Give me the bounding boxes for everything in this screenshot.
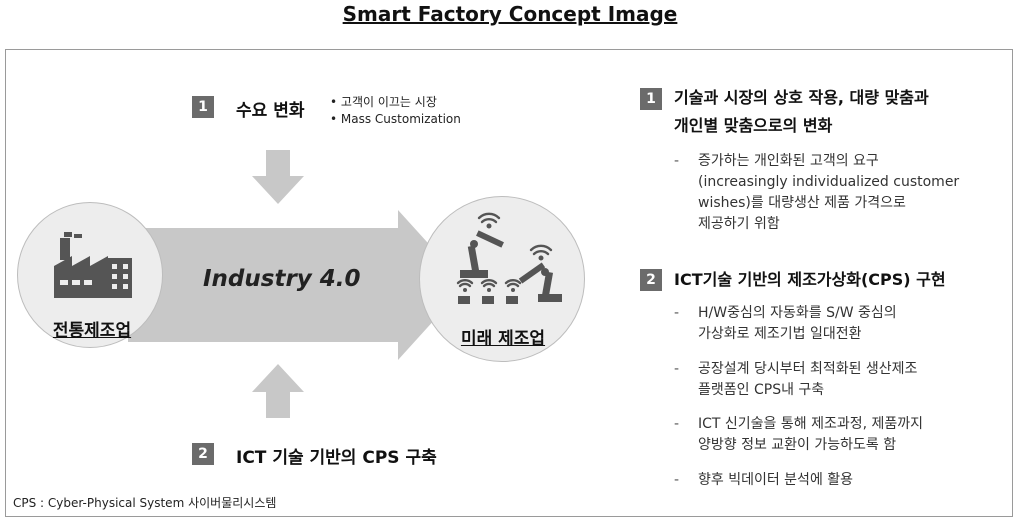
industry-label: Industry 4.0 bbox=[203, 266, 361, 292]
item-line: 공장설계 당시부터 최적화된 생산제조 bbox=[698, 361, 918, 377]
item-line: 향후 빅데이터 분석에 활용 bbox=[698, 472, 854, 488]
item-line: (increasingly individualized customer bbox=[698, 174, 960, 190]
top-driver-label: 수요 변화 bbox=[236, 101, 305, 121]
future-manufacturing-circle bbox=[419, 196, 585, 362]
footnote: CPS : Cyber-Physical System 사이버물리시스템 bbox=[13, 496, 277, 510]
down-arrow bbox=[252, 150, 304, 204]
top-driver-bullet: Mass Customization bbox=[330, 111, 461, 128]
item-line: 플랫폼인 CPS내 구축 bbox=[698, 382, 825, 398]
section1-heading: 기술과 시장의 상호 작용, 대량 맞춤과 개인별 맞춤으로의 변화 bbox=[674, 84, 1009, 140]
item-line: H/W중심의 자동화를 S/W 중심의 bbox=[698, 305, 897, 321]
item-line: 가상화로 제조기법 일대전환 bbox=[698, 326, 862, 342]
section2-heading: ICT기술 기반의 제조가상화(CPS) 구현 bbox=[674, 270, 946, 289]
page-title: Smart Factory Concept Image bbox=[342, 2, 678, 26]
section2-item: ICT 신기술을 통해 제조과정, 제품까지 양방향 정보 교환이 가능하도록 … bbox=[674, 414, 923, 456]
up-arrow bbox=[252, 364, 304, 418]
section2-item: 향후 빅데이터 분석에 활용 bbox=[674, 470, 853, 491]
section1-item: 증가하는 개인화된 고객의 요구 (increasingly individua… bbox=[674, 151, 959, 235]
section1-heading-line: 기술과 시장의 상호 작용, 대량 맞춤과 bbox=[674, 88, 929, 107]
item-line: 양방향 정보 교환이 가능하도록 함 bbox=[698, 437, 897, 453]
item-line: 제공하기 위함 bbox=[698, 216, 780, 232]
future-manufacturing-label: 미래 제조업 bbox=[460, 329, 546, 349]
item-line: wishes)를 대량생산 제품 가격으로 bbox=[698, 195, 906, 211]
top-driver-bullet: 고객이 이끄는 시장 bbox=[330, 94, 461, 111]
industry-arrow bbox=[128, 210, 466, 360]
item-line: 증가하는 개인화된 고객의 요구 bbox=[698, 153, 879, 169]
section2-item: 공장설계 당시부터 최적화된 생산제조 플랫폼인 CPS내 구축 bbox=[674, 359, 917, 401]
bottom-driver-number: 2 bbox=[192, 443, 214, 465]
traditional-manufacturing-label: 전통제조업 bbox=[52, 321, 132, 341]
item-line: ICT 신기술을 통해 제조과정, 제품까지 bbox=[698, 416, 924, 432]
section2-number: 2 bbox=[640, 269, 662, 291]
diagram-frame bbox=[5, 49, 1013, 517]
section2-item: H/W중심의 자동화를 S/W 중심의 가상화로 제조기법 일대전환 bbox=[674, 303, 897, 345]
top-driver-bullets: 고객이 이끄는 시장 Mass Customization bbox=[330, 94, 461, 128]
top-driver-number: 1 bbox=[192, 96, 214, 118]
robot-arms-wifi-icon bbox=[456, 212, 562, 304]
factory-icon bbox=[54, 232, 132, 298]
section1-heading-line: 개인별 맞춤으로의 변화 bbox=[674, 116, 833, 135]
section1-number: 1 bbox=[640, 88, 662, 110]
bottom-driver-label: ICT 기술 기반의 CPS 구축 bbox=[236, 448, 437, 468]
